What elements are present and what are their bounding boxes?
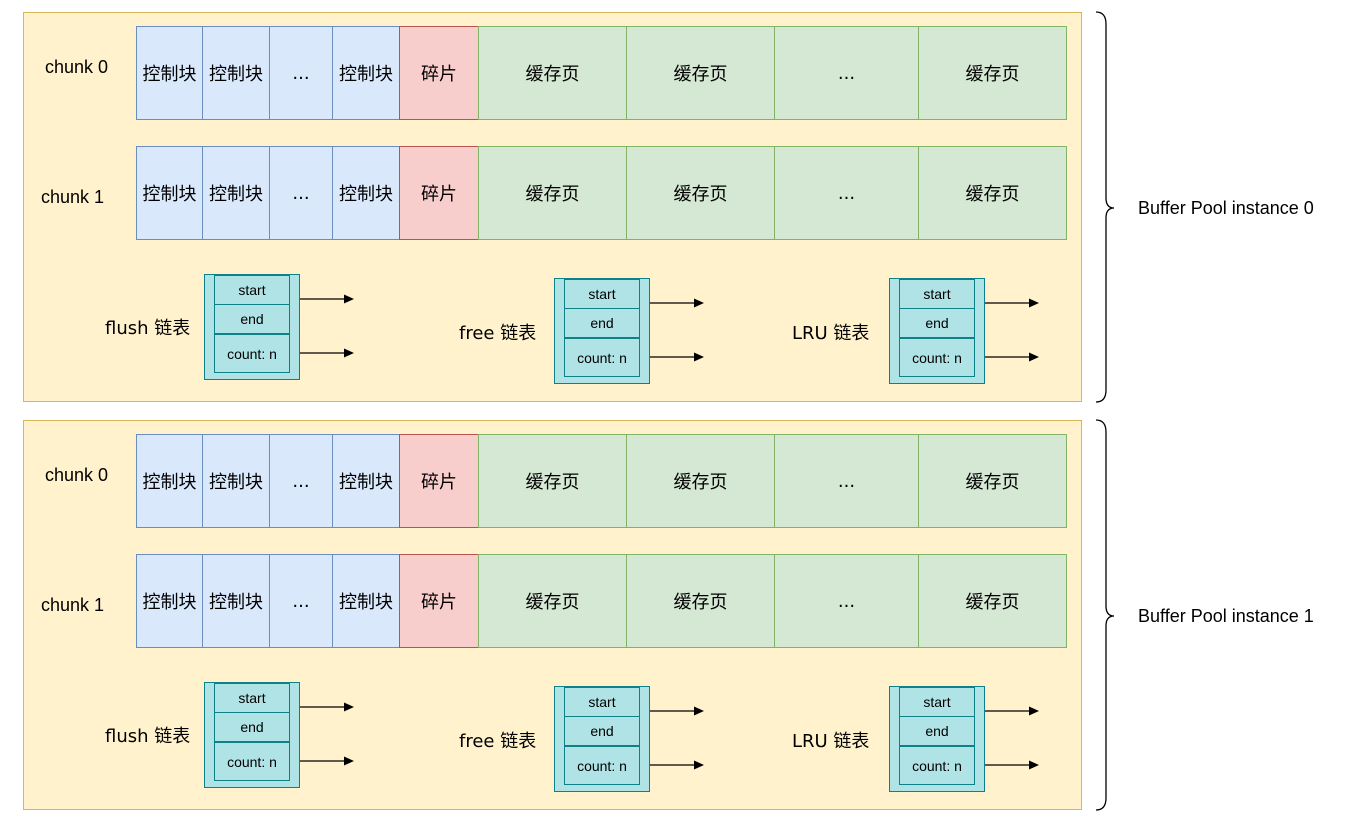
list-end-field: end — [564, 308, 640, 338]
cache-page-cell: ... — [774, 434, 919, 528]
list-start-field: start — [214, 683, 290, 713]
end-pointer-arrow — [300, 756, 354, 766]
fragment-cell: 碎片 — [399, 146, 479, 240]
control-block-cell: 控制块 — [136, 146, 203, 240]
list-count-field: count: n — [564, 746, 640, 785]
start-pointer-arrow — [985, 298, 1039, 308]
cache-page-cell: 缓存页 — [478, 434, 627, 528]
start-pointer-arrow — [650, 298, 704, 308]
cache-page-cell: 缓存页 — [478, 554, 627, 648]
list-label: free 链表 — [459, 323, 537, 344]
cache-page-cell: 缓存页 — [918, 146, 1067, 240]
chunk-label: chunk 1 — [41, 595, 105, 615]
end-pointer-arrow — [985, 352, 1039, 362]
start-pointer-arrow — [650, 706, 704, 716]
control-block-cell: ... — [269, 26, 333, 120]
control-block-cell: 控制块 — [332, 146, 400, 240]
cache-page-cell: 缓存页 — [626, 434, 775, 528]
cache-page-cell: 缓存页 — [478, 146, 627, 240]
control-block-cell: ... — [269, 554, 333, 648]
list-count-field: count: n — [899, 746, 975, 785]
chunk-label: chunk 1 — [41, 187, 105, 207]
instance-label: Buffer Pool instance 1 — [1138, 606, 1314, 626]
list-end-field: end — [214, 304, 290, 334]
cache-page-cell: ... — [774, 146, 919, 240]
start-pointer-arrow — [985, 706, 1039, 716]
cache-page-cell: ... — [774, 26, 919, 120]
control-block-cell: 控制块 — [202, 554, 270, 648]
start-pointer-arrow — [300, 702, 354, 712]
end-pointer-arrow — [985, 760, 1039, 770]
control-block-cell: 控制块 — [332, 554, 400, 648]
control-block-cell: 控制块 — [136, 554, 203, 648]
end-pointer-arrow — [650, 352, 704, 362]
list-start-field: start — [564, 279, 640, 309]
list-label: LRU 链表 — [792, 323, 870, 344]
chunk-label: chunk 0 — [45, 57, 109, 77]
list-label: free 链表 — [459, 731, 537, 752]
chunk-row: 控制块控制块...控制块碎片缓存页缓存页...缓存页 — [136, 26, 1067, 120]
list-label: flush 链表 — [105, 318, 191, 339]
end-pointer-arrow — [300, 348, 354, 358]
fragment-cell: 碎片 — [399, 26, 479, 120]
list-end-field: end — [564, 716, 640, 746]
list-end-field: end — [214, 712, 290, 742]
fragment-cell: 碎片 — [399, 554, 479, 648]
list-count-field: count: n — [564, 338, 640, 377]
fragment-cell: 碎片 — [399, 434, 479, 528]
cache-page-cell: 缓存页 — [626, 26, 775, 120]
control-block-cell: ... — [269, 434, 333, 528]
chunk-label: chunk 0 — [45, 465, 109, 485]
cache-page-cell: 缓存页 — [918, 26, 1067, 120]
list-start-field: start — [899, 687, 975, 717]
list-label: flush 链表 — [105, 726, 191, 747]
list-start-field: start — [214, 275, 290, 305]
chunk-row: 控制块控制块...控制块碎片缓存页缓存页...缓存页 — [136, 554, 1067, 648]
cache-page-cell: ... — [774, 554, 919, 648]
list-count-field: count: n — [899, 338, 975, 377]
list-count-field: count: n — [214, 334, 290, 373]
cache-page-cell: 缓存页 — [918, 434, 1067, 528]
end-pointer-arrow — [650, 760, 704, 770]
control-block-cell: ... — [269, 146, 333, 240]
list-end-field: end — [899, 716, 975, 746]
control-block-cell: 控制块 — [136, 26, 203, 120]
cache-page-cell: 缓存页 — [918, 554, 1067, 648]
cache-page-cell: 缓存页 — [478, 26, 627, 120]
brace-icon — [1095, 419, 1115, 811]
cache-page-cell: 缓存页 — [626, 554, 775, 648]
control-block-cell: 控制块 — [136, 434, 203, 528]
chunk-row: 控制块控制块...控制块碎片缓存页缓存页...缓存页 — [136, 146, 1067, 240]
instance-label: Buffer Pool instance 0 — [1138, 198, 1314, 218]
list-end-field: end — [899, 308, 975, 338]
list-label: LRU 链表 — [792, 731, 870, 752]
control-block-cell: 控制块 — [202, 26, 270, 120]
list-start-field: start — [899, 279, 975, 309]
control-block-cell: 控制块 — [202, 434, 270, 528]
chunk-row: 控制块控制块...控制块碎片缓存页缓存页...缓存页 — [136, 434, 1067, 528]
cache-page-cell: 缓存页 — [626, 146, 775, 240]
start-pointer-arrow — [300, 294, 354, 304]
control-block-cell: 控制块 — [332, 434, 400, 528]
list-count-field: count: n — [214, 742, 290, 781]
control-block-cell: 控制块 — [332, 26, 400, 120]
control-block-cell: 控制块 — [202, 146, 270, 240]
list-start-field: start — [564, 687, 640, 717]
brace-icon — [1095, 11, 1115, 403]
